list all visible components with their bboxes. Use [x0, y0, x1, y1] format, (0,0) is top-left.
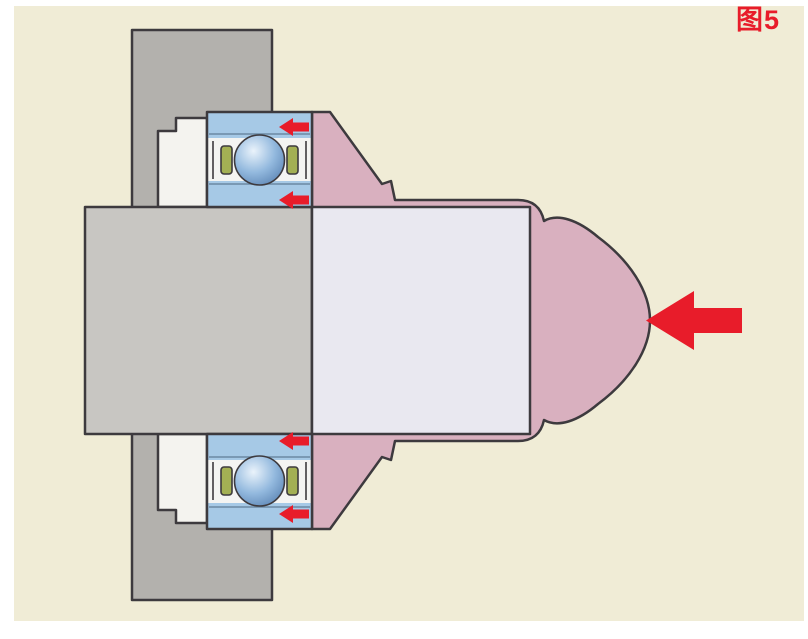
- figure-label: 图5: [735, 5, 780, 35]
- force-arrow-icon-bottom-outer: [279, 505, 309, 523]
- shaft: [83, 205, 314, 436]
- bearing-bottom-cage-left: [220, 466, 233, 496]
- spacer-ring-bottom: [156, 432, 209, 525]
- mounting-tool-bore: [310, 205, 532, 436]
- bearing-bottom-outline: [205, 432, 314, 531]
- spacer-ring-top: [156, 116, 209, 209]
- bearing-top-outline: [205, 110, 314, 209]
- bearing-top-ball: [233, 134, 286, 186]
- bearing-top-cage-right: [286, 145, 299, 175]
- bearing-top-cage-left: [220, 145, 233, 175]
- axial-force-arrow-icon: [646, 291, 742, 350]
- bearing-bottom-ball: [233, 455, 286, 507]
- force-arrow-icon-top-outer: [279, 118, 309, 136]
- force-arrow-icon-bottom-inner: [279, 432, 309, 450]
- bearing-top: [205, 110, 314, 209]
- bearing-bottom-cage-right: [286, 466, 299, 496]
- force-arrow-icon-top-inner: [279, 191, 309, 209]
